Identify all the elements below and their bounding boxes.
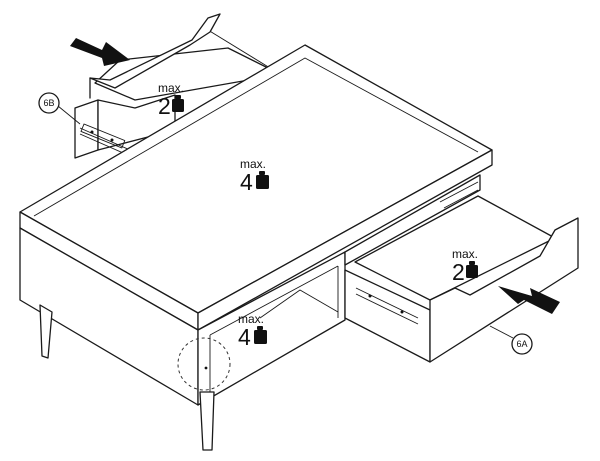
load-label-drawer-6b: max. 2 — [158, 81, 184, 119]
load-value: 4 — [238, 324, 251, 350]
callout-6b: 6B — [38, 92, 81, 125]
load-value: 2 — [452, 259, 465, 285]
max-text: max. — [158, 81, 184, 95]
push-arrow-icon — [498, 286, 560, 314]
max-text: max. — [240, 157, 266, 171]
detail-circle — [177, 337, 231, 391]
weight-icon — [172, 95, 184, 112]
weight-icon — [254, 326, 267, 344]
drawer-6b — [74, 13, 273, 159]
drawer-runner-6a — [355, 287, 419, 325]
drawer-runner-6b — [80, 123, 126, 149]
callout-6a: 6A — [489, 325, 533, 355]
load-value: 4 — [240, 169, 253, 195]
table-legs — [39, 304, 215, 451]
load-label-tabletop: max. 4 — [240, 157, 269, 195]
weight-icon — [256, 171, 269, 189]
max-text: max. — [452, 247, 478, 261]
max-text: max. — [238, 312, 264, 326]
load-value: 2 — [158, 93, 171, 119]
load-label-drawer-6a: max. 2 — [452, 247, 478, 285]
push-arrow-icon — [70, 38, 130, 66]
load-label-shelf: max. 4 — [238, 312, 267, 350]
part-label: 6B — [43, 98, 54, 108]
weight-icon — [466, 261, 478, 278]
part-label: 6A — [516, 339, 527, 349]
